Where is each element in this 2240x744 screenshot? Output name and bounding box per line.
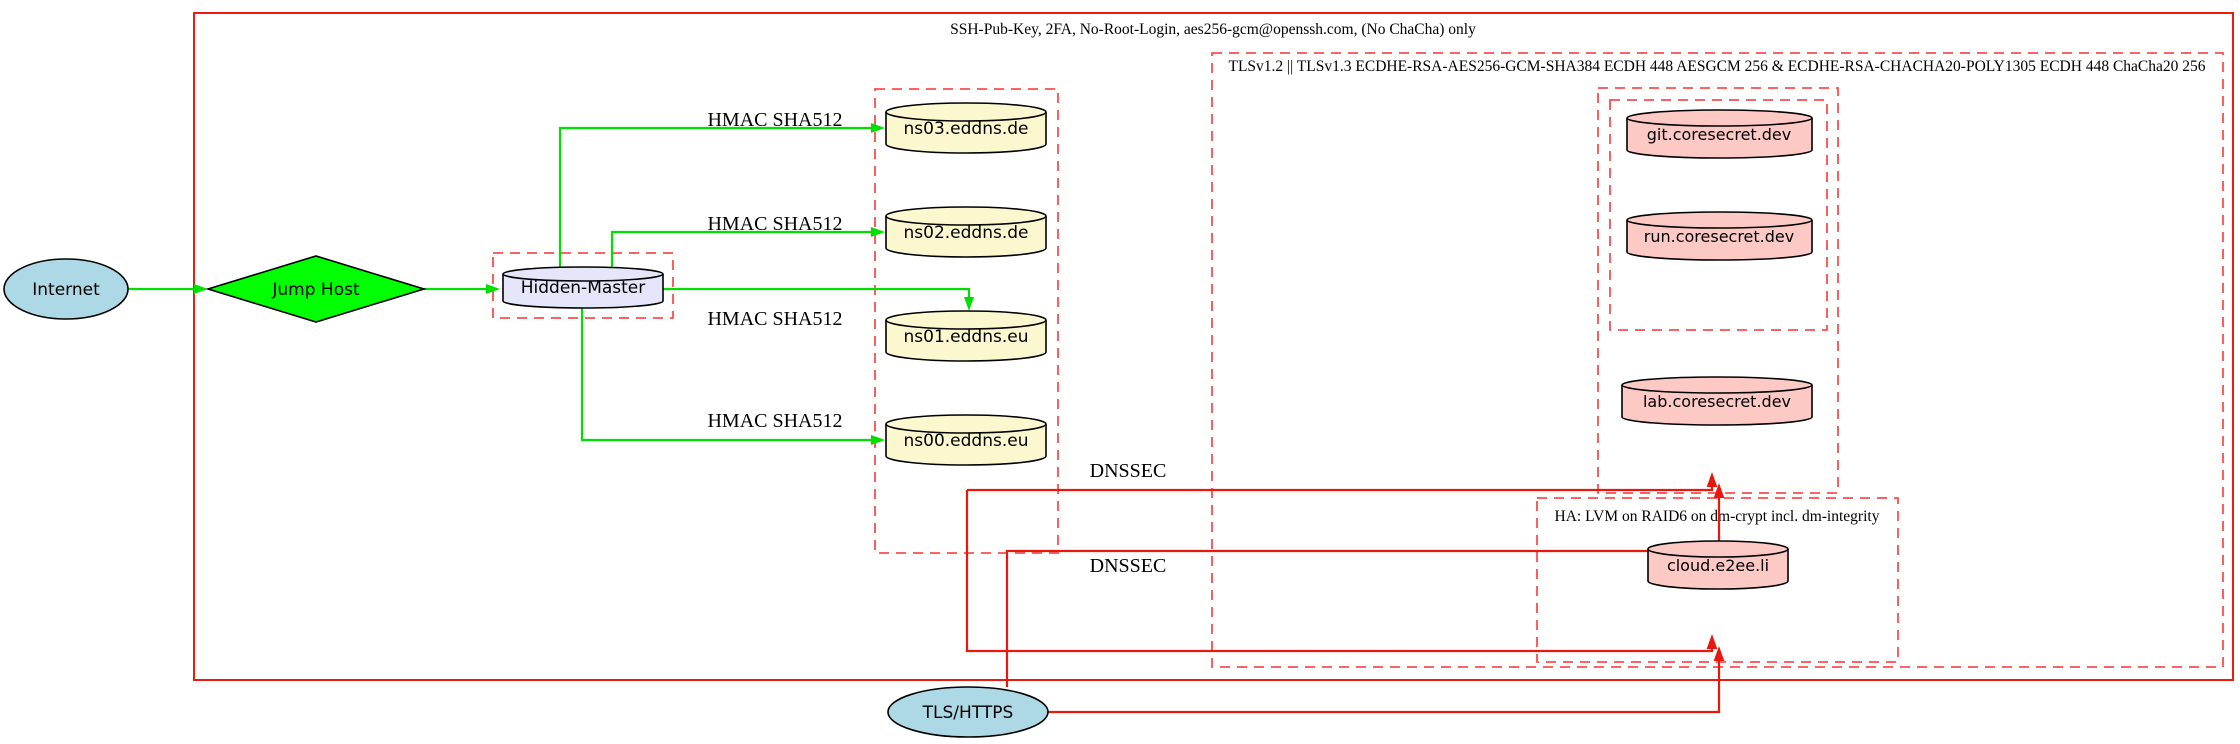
node-ns00: ns00.eddns.eu (885, 414, 1047, 466)
ns01-cylinder-lid (885, 319, 1047, 330)
cluster-hidden-master-box (492, 252, 674, 319)
cluster-ha-box (1536, 497, 1899, 663)
edge-tls-ha (1048, 646, 1725, 714)
lab-cylinder (1621, 376, 1813, 426)
node-hidden-master-label: Hidden-Master (521, 278, 646, 298)
cluster-ssh-label: SSH-Pub-Key, 2FA, No-Root-Login, aes256-… (950, 21, 1476, 38)
node-ns02: ns02.eddns.de (885, 206, 1047, 258)
edge-hiddenmaster-ns00 (580, 308, 885, 445)
node-ns02-label: ns02.eddns.de (904, 223, 1029, 243)
node-ns00-label: ns00.eddns.eu (904, 431, 1029, 451)
git-cylinder (1626, 109, 1813, 159)
node-hidden-master: Hidden-Master (502, 266, 664, 309)
node-cloud: cloud.e2ee.li (1647, 540, 1789, 590)
internet-ellipse (3, 258, 129, 320)
node-ns03: ns03.eddns.de (885, 102, 1047, 154)
cluster-coresecret-inner-box (1609, 99, 1828, 331)
node-lab-label: lab.coresecret.dev (1643, 392, 1791, 411)
run-cylinder (1626, 211, 1813, 261)
ns03-cylinder-lid (885, 111, 1047, 122)
node-lab: lab.coresecret.dev (1621, 376, 1813, 426)
node-internet: Internet (3, 258, 129, 320)
edge-hiddenmaster-ns02 (610, 227, 885, 267)
node-internet-label: Internet (32, 280, 100, 300)
ns03-cylinder (885, 102, 1047, 154)
node-jump-host-label: Jump Host (271, 280, 360, 300)
node-tls-https-label: TLS/HTTPS (922, 703, 1014, 723)
ns00-cylinder (885, 414, 1047, 466)
node-jump-host: Jump Host (205, 255, 427, 323)
cluster-ha-label: HA: LVM on RAID6 on dm-crypt incl. dm-in… (1555, 508, 1880, 525)
edge-label-hmac-ns03: HMAC SHA512 (707, 109, 842, 131)
edge-hiddenmaster-ns01 (663, 287, 974, 311)
cluster-tls-box (1211, 52, 2224, 668)
edge-label-dnssec-1: DNSSEC (1090, 460, 1167, 482)
node-cloud-label: cloud.e2ee.li (1667, 556, 1769, 575)
edge-hiddenmaster-ns03 (558, 123, 885, 267)
node-git: git.coresecret.dev (1626, 109, 1813, 159)
edge-label-hmac-ns00: HMAC SHA512 (707, 410, 842, 432)
tls-https-ellipse (887, 686, 1049, 738)
node-run: run.coresecret.dev (1626, 211, 1813, 261)
ns02-cylinder-lid (885, 215, 1047, 226)
edge-dnssec-ha (965, 490, 1718, 653)
edge-label-hmac-ns02: HMAC SHA512 (707, 213, 842, 235)
cloud-cylinder-lid (1647, 548, 1789, 558)
cluster-tls-label: TLSv1.2 || TLSv1.3 ECDHE-RSA-AES256-GCM-… (1228, 58, 2205, 75)
node-ns03-label: ns03.eddns.de (904, 119, 1029, 139)
node-run-label: run.coresecret.dev (1644, 227, 1794, 246)
ns01-cylinder (885, 310, 1047, 362)
hidden-master-cylinder-lid (502, 273, 664, 282)
edge-label-dnssec-2: DNSSEC (1090, 555, 1167, 577)
node-ns01-label: ns01.eddns.eu (904, 327, 1029, 347)
git-cylinder-lid (1626, 117, 1813, 127)
edge-label-hmac-ns01: HMAC SHA512 (707, 308, 842, 330)
cluster-ssh-box (193, 12, 2234, 681)
edge-dnssec-coresecret (967, 472, 1718, 492)
edge-tls-coresecret (1005, 483, 1725, 687)
node-git-label: git.coresecret.dev (1647, 125, 1792, 144)
ns02-cylinder (885, 206, 1047, 258)
hidden-master-cylinder (502, 266, 664, 309)
jump-host-diamond (205, 255, 427, 323)
cloud-cylinder (1647, 540, 1789, 590)
node-tls-https: TLS/HTTPS (887, 686, 1049, 738)
ns00-cylinder-lid (885, 423, 1047, 434)
run-cylinder-lid (1626, 219, 1813, 229)
lab-cylinder-lid (1621, 384, 1813, 394)
node-ns01: ns01.eddns.eu (885, 310, 1047, 362)
